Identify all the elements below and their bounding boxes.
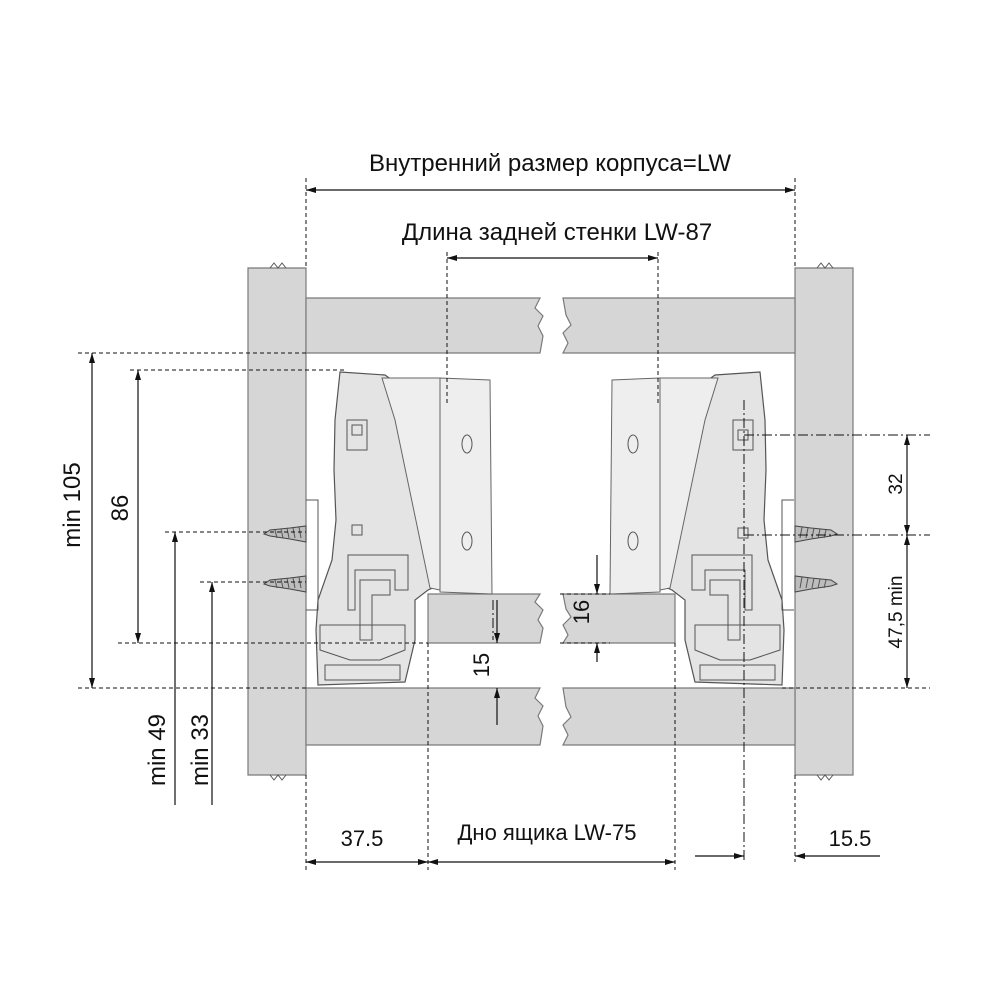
height-86-label: 86 xyxy=(107,495,134,522)
drawer-bottom-board xyxy=(427,593,676,644)
screw-icon xyxy=(262,525,307,543)
left-offset-label: 37.5 xyxy=(341,826,384,851)
top-shelf-left xyxy=(305,297,544,354)
screw-icon xyxy=(794,575,839,593)
height-32-label: 32 xyxy=(886,473,907,494)
right-drawer-side xyxy=(609,371,794,686)
right-cabinet-panel xyxy=(794,262,854,781)
min-47-5-label: 47,5 min xyxy=(886,576,907,649)
center-lines xyxy=(492,400,930,862)
inner-width-label: Внутренний размер корпуса=LW xyxy=(369,150,731,177)
drawer-bottom-label: Дно ящика LW-75 xyxy=(458,820,637,845)
min-33-label: min 33 xyxy=(187,714,214,786)
bottom-shelf-left xyxy=(305,687,544,746)
height-16-label: 16 xyxy=(569,600,594,624)
left-cabinet-panel xyxy=(247,262,307,781)
left-drawer-side xyxy=(306,371,493,686)
min-105-label: min 105 xyxy=(59,462,86,547)
bottom-shelf-right xyxy=(562,687,796,746)
extension-lines xyxy=(78,178,930,870)
back-wall-label: Длина задней стенки LW-87 xyxy=(402,219,712,246)
height-15-label: 15 xyxy=(469,653,494,677)
dimension-lines xyxy=(89,187,910,865)
top-shelf-right xyxy=(562,297,796,354)
right-offset-label: 15.5 xyxy=(829,826,872,851)
screw-icon xyxy=(262,575,307,593)
min-49-label: min 49 xyxy=(144,714,171,786)
